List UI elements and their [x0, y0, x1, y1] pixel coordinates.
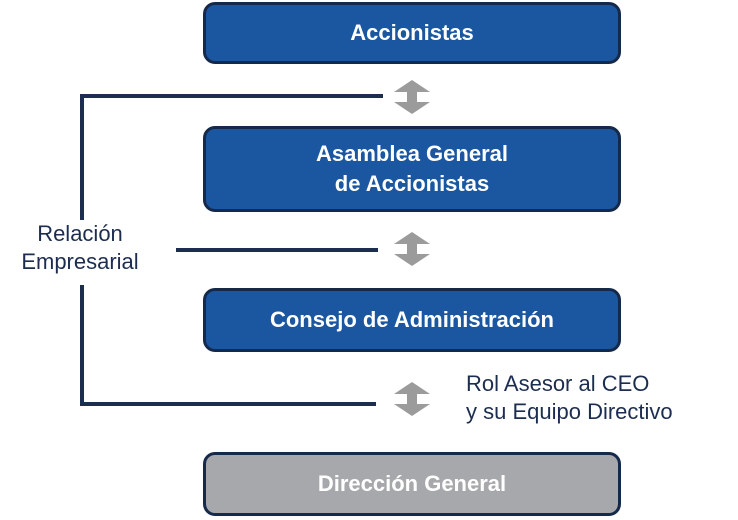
- shareholders-label: Accionistas: [350, 20, 474, 45]
- relation-bracket-bottom: [80, 285, 376, 406]
- double-arrow-icon: [394, 382, 430, 416]
- board-of-directors-label: Consejo de Administración: [269, 307, 554, 332]
- general-management-label: Dirección General: [317, 471, 507, 496]
- business-relation-line2: Empresarial: [21, 249, 139, 274]
- relation-bracket-top: [80, 94, 383, 220]
- shareholders-box: Accionistas: [203, 2, 621, 64]
- general-assembly-label-line2: de Accionistas: [334, 171, 490, 196]
- advisory-role-line2: y su Equipo Directivo: [466, 399, 673, 424]
- general-assembly-box: Asamblea General de Accionistas: [203, 126, 621, 212]
- advisory-role-label: Rol Asesor al CEO y su Equipo Directivo: [466, 370, 736, 426]
- general-management-box: Dirección General: [203, 452, 621, 516]
- double-arrow-icon: [394, 80, 430, 114]
- general-assembly-label-line1: Asamblea General: [316, 141, 508, 166]
- advisory-role-line1: Rol Asesor al CEO: [466, 371, 650, 396]
- business-relation-line1: Relación: [37, 221, 123, 246]
- business-relation-label: Relación Empresarial: [0, 220, 160, 276]
- double-arrow-icon: [394, 232, 430, 266]
- board-of-directors-box: Consejo de Administración: [203, 288, 621, 352]
